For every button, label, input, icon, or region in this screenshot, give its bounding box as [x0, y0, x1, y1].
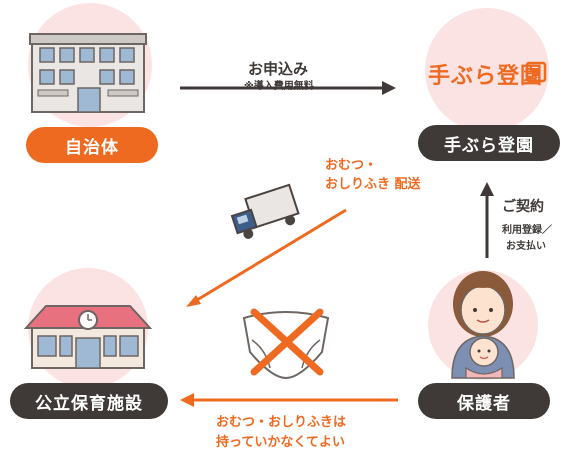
- delivery-truck-icon: [230, 183, 300, 239]
- tebura-logo: [525, 61, 547, 83]
- contract-note-line2: お支払い: [506, 241, 546, 252]
- contract-arrow: [480, 182, 494, 258]
- tebura-circle: [425, 8, 549, 132]
- nursery-label: 公立保育施設: [10, 383, 168, 419]
- municipal-building-icon: [29, 33, 147, 113]
- guardian-label: 保護者: [418, 383, 550, 419]
- contract-label: ご契約: [502, 199, 544, 215]
- tebura-label: 手ぶら登園: [418, 125, 560, 161]
- bring-arrow: [180, 393, 398, 407]
- bring-label-line1: おむつ・おしりふきは: [216, 415, 347, 430]
- apply-arrow: [180, 81, 396, 95]
- delivery-arrow: [186, 208, 347, 307]
- crossed-diaper-icon: [242, 308, 330, 380]
- tebura-logo-text: 手ぶら登園: [428, 64, 544, 89]
- apply-label: お申込み: [248, 60, 309, 78]
- municipality-label: 自治体: [26, 127, 158, 163]
- apply-note: ※導入費用無料: [244, 81, 314, 92]
- delivery-label-line2: おしりふき 配送: [325, 177, 421, 192]
- delivery-label-line1: おむつ・: [325, 158, 378, 173]
- contract-note-line1: 利用登録／: [502, 225, 552, 236]
- parent-with-baby-icon: [451, 271, 515, 379]
- bring-label-line2: 持っていかなくてよい: [216, 435, 345, 450]
- nursery-school-icon: [23, 305, 153, 369]
